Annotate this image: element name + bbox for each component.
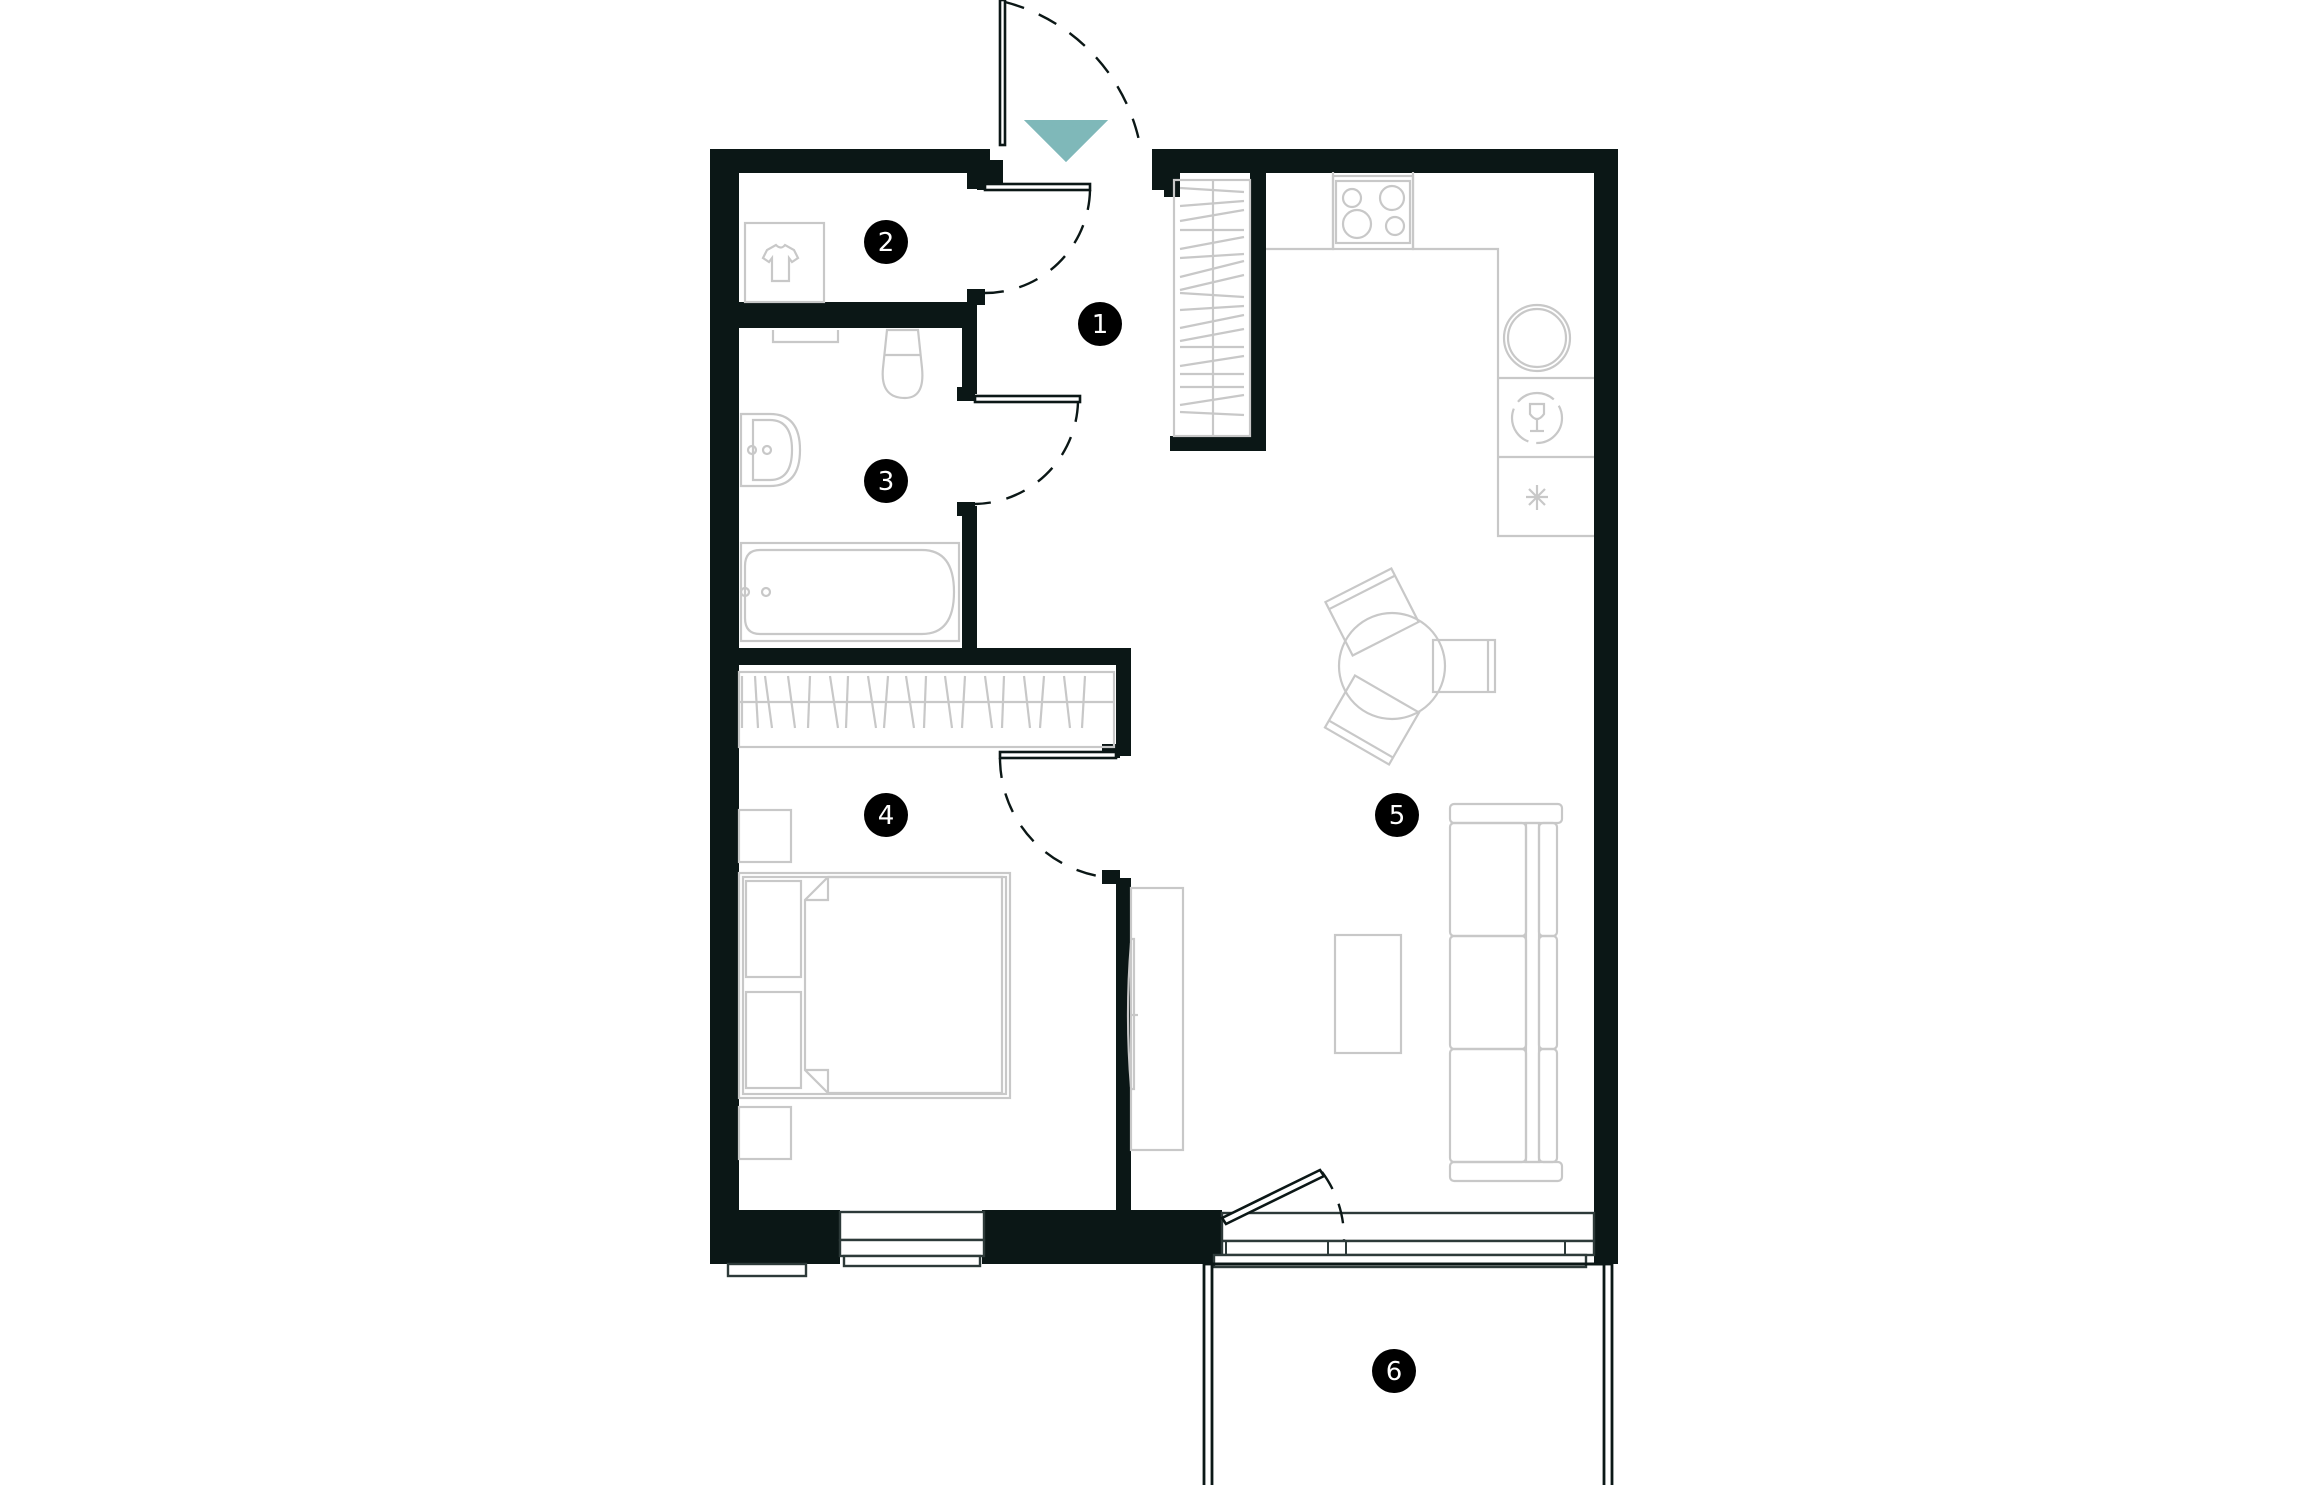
- room-badge-2: 2: [864, 220, 908, 264]
- bedroom-wardrobe: [737, 670, 1116, 749]
- toilet: [881, 328, 924, 400]
- room-badge-label: 6: [1386, 1357, 1403, 1387]
- closet-door: [967, 173, 1092, 305]
- chair: [1323, 566, 1421, 658]
- bedroom-window: [726, 1210, 986, 1278]
- entrance-arrow-notch: [1024, 120, 1108, 162]
- chair: [1431, 638, 1497, 694]
- round-table: [1337, 611, 1447, 721]
- bedroom-door: [998, 744, 1120, 884]
- entrance-door: [998, 0, 1142, 147]
- closet-shelf: [743, 221, 826, 304]
- bathtub: [739, 541, 961, 643]
- bathroom-door: [957, 387, 1082, 516]
- hob-4-burner: [1331, 174, 1415, 251]
- washbasin: [739, 412, 802, 488]
- room-badge-1: 1: [1078, 302, 1122, 346]
- double-bed: [737, 871, 1012, 1100]
- kitchen-furniture: [1126, 172, 1594, 1183]
- room-badge-label: 4: [878, 801, 895, 831]
- room-badge-label: 3: [878, 467, 895, 497]
- tv-unit: [1129, 886, 1185, 1152]
- room-badge-3: 3: [864, 459, 908, 503]
- room-badge-5: 5: [1375, 793, 1419, 837]
- balcony-outline: [1202, 1262, 1614, 1485]
- fridge-snowflake-icon: [1526, 485, 1548, 510]
- balcony-door: [1212, 1168, 1596, 1269]
- hallway-wardrobe: [1172, 178, 1252, 438]
- dishwasher-icon: [1510, 391, 1564, 445]
- shirt-icon: [761, 243, 800, 283]
- room-badge-6: 6: [1372, 1349, 1416, 1393]
- chair: [1323, 674, 1421, 766]
- room-badge-label: 2: [878, 228, 895, 258]
- bathroom-fixtures: [739, 328, 961, 643]
- room-badge-label: 5: [1389, 801, 1406, 831]
- coffee-table: [1333, 933, 1403, 1055]
- sofa-3-seat: [1448, 802, 1564, 1183]
- bedroom-furniture: [737, 670, 1116, 1161]
- sink-round: [1502, 303, 1572, 373]
- room-badge-4: 4: [864, 793, 908, 837]
- walls: [710, 149, 1618, 1264]
- room-badge-label: 1: [1092, 310, 1109, 340]
